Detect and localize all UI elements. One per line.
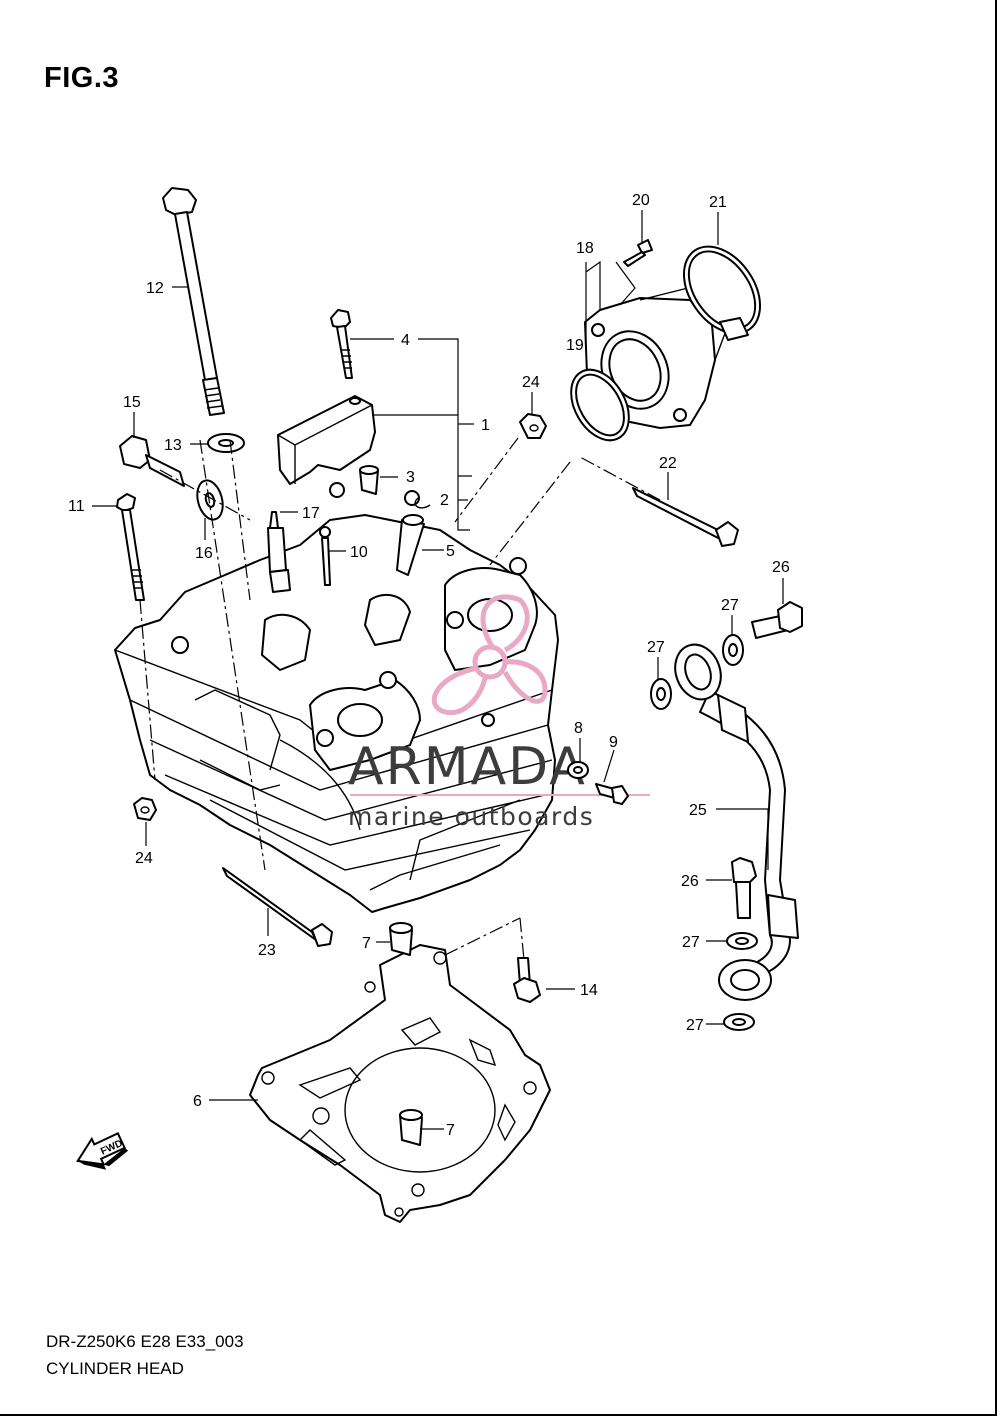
callout-1: 1 [481,417,490,434]
armada-propeller-logo [431,594,548,716]
callout-leaders [92,210,784,1130]
long-bolt-11 [116,493,145,601]
nut-24-lower [133,797,157,821]
gasket-washer-27b [650,678,672,710]
dowel-pin-upper-7 [389,922,413,956]
alignment-lines [139,437,661,961]
callout-24-upper: 24 [522,374,540,391]
callout-5: 5 [446,543,455,560]
callout-13: 13 [164,437,182,454]
union-bolt-26-upper [751,601,803,639]
dowel-pin-upper [359,465,379,495]
callout-3: 3 [406,469,415,486]
callout-26-lower: 26 [681,873,699,890]
dowel-pin-lower-7 [399,1109,423,1146]
callout-25: 25 [689,802,707,819]
union-bolt-26-lower [731,857,757,919]
callout-18: 18 [576,240,594,257]
callout-19: 19 [566,337,584,354]
head-bolt-12 [162,187,225,416]
callout-6: 6 [193,1093,202,1110]
callout-2: 2 [440,492,449,509]
callout-27-d: 27 [686,1017,704,1034]
watermark-tagline: marine outboards [348,802,594,831]
section-name: CYLINDER HEAD [46,1359,184,1378]
stud-bolt-small [319,526,331,586]
callout-21: 21 [709,194,727,211]
callout-17: 17 [302,505,320,522]
spark-plug [267,511,291,593]
valve-guide [396,514,425,576]
bolt-22 [632,487,739,547]
cap-bolt [330,309,353,379]
figure-title: FIG.3 [44,62,120,94]
callout-23: 23 [258,942,276,959]
bolt-14 [513,957,541,1003]
callout-numbers: 1 2 3 4 5 6 7 7 8 9 10 11 12 13 14 15 16… [68,192,790,1139]
callout-15: 15 [123,394,141,411]
callout-10: 10 [350,544,368,561]
callout-11: 11 [68,498,85,515]
cylinder-head [114,482,559,913]
callout-26-upper: 26 [772,559,790,576]
plug-bolt-15 [119,435,185,487]
watermark-brand: ARMADA [348,737,587,797]
armada-watermark: ARMADA marine outboards [348,594,650,831]
washer-13 [207,433,245,453]
nut-24-upper [519,413,547,439]
model-code: DR-Z250K6 E28 E33_003 [46,1332,244,1351]
callout-27-c: 27 [682,934,700,951]
intake-o-ring [570,368,630,442]
callout-16: 16 [195,545,213,562]
callout-14: 14 [580,982,598,999]
callout-7-upper: 7 [362,935,371,952]
callout-4: 4 [401,332,410,349]
callout-20: 20 [632,192,650,209]
callout-22: 22 [659,455,677,472]
callout-9: 9 [609,734,618,751]
retaining-clip [414,497,431,509]
callout-7-lower: 7 [446,1122,455,1139]
gasket-washer-27c [726,932,758,950]
intake-clamp [682,245,762,341]
callout-27-a: 27 [721,597,739,614]
oil-pipe [674,643,799,1001]
gasket-washer-27d [723,1013,755,1031]
cylinder-head-gasket [249,944,551,1223]
intake-screw [623,239,653,267]
washer-8 [567,761,589,779]
washer-16 [196,479,224,521]
cam-cap-block [277,395,376,485]
callout-27-b: 27 [647,639,665,656]
callout-24-lower: 24 [135,850,153,867]
bolt-23 [222,867,333,947]
fwd-direction-arrow: FWD [76,1132,129,1170]
bolt-9 [595,783,629,805]
callout-12: 12 [146,280,164,297]
callout-8: 8 [574,720,583,737]
gasket-washer-27a [722,634,744,666]
